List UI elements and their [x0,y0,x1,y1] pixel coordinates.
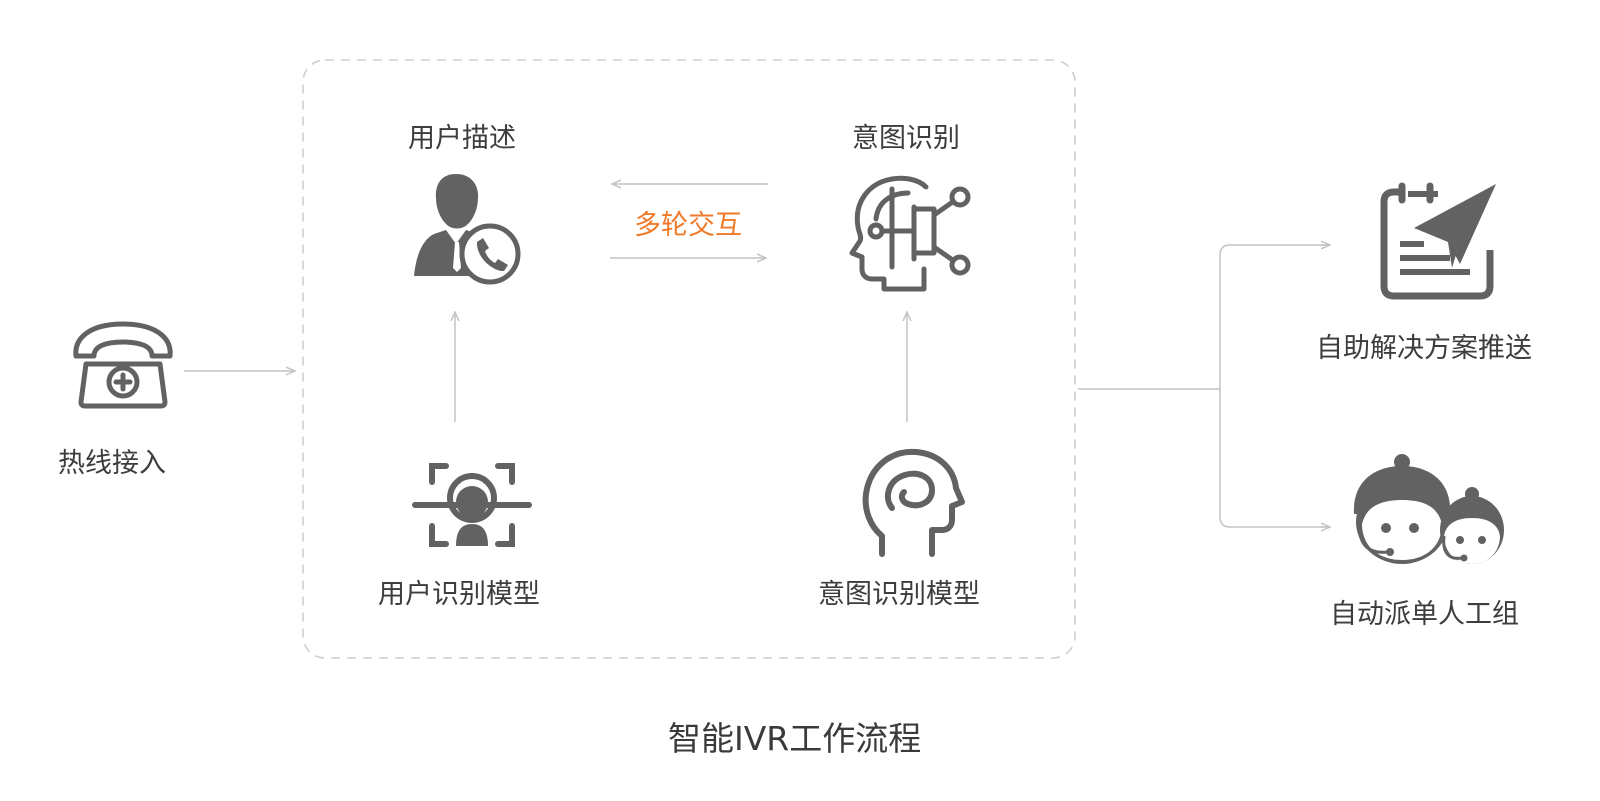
container-to-outputs-branch [1078,244,1330,528]
user-describe-label: 用户描述 [408,123,516,154]
self-service-push-label: 自助解决方案推送 [1316,333,1532,364]
intent-recognition-model-label: 意图识别模型 [818,579,980,610]
user-recognition-model-label: 用户识别模型 [378,579,540,610]
auto-dispatch-label: 自动派单人工组 [1330,599,1519,630]
ivr-process-container [302,59,1076,659]
service-agents-icon [1353,454,1504,564]
diagram-title: 智能IVR工作流程 [668,719,922,758]
ai-head-circuit-icon [849,175,971,292]
document-paper-plane-icon [1380,182,1496,300]
hotline-label: 热线接入 [58,448,166,479]
multi-round-interaction-label: 多轮交互 [634,210,742,241]
agent-phone-icon [414,174,521,285]
intent-recognition-label: 意图识别 [852,123,960,154]
telephone-icon [73,321,173,409]
face-scan-icon [412,463,532,547]
head-brain-icon [862,448,965,557]
